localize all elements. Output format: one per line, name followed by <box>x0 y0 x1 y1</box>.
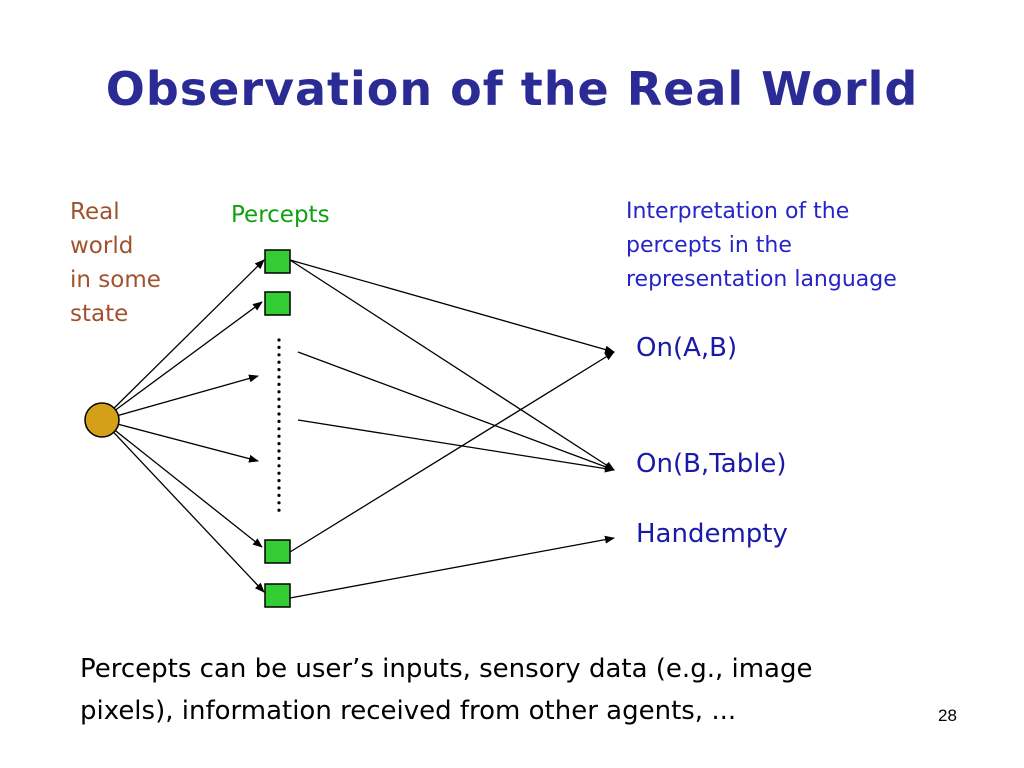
percept-1-to-on-a-b-arrow <box>289 259 615 354</box>
slide-title: Observation of the Real World <box>105 62 919 116</box>
percept-4-to-on-b-table-arrow <box>297 419 615 473</box>
world-to-percept-1-arrow <box>101 259 265 421</box>
statement-handempty: Handempty <box>636 519 788 549</box>
percept-1-to-on-b-table-arrow <box>289 259 615 471</box>
percept-6-to-handempty-arrow <box>289 535 615 599</box>
world-state-node <box>84 402 120 438</box>
statement-on-a-b: On(A,B) <box>636 333 738 363</box>
percept-node-5 <box>264 539 291 564</box>
percept-node-1 <box>264 249 291 274</box>
percepts-label: Percepts <box>231 202 330 228</box>
world-to-percept-3-arrow <box>101 374 259 421</box>
percept-node-2 <box>264 291 291 316</box>
page-number: 28 <box>938 706 957 725</box>
world-to-percept-2-arrow <box>101 301 263 421</box>
real-world-label: Real world in some state <box>70 199 161 327</box>
footnote: Percepts can be user’s inputs, sensory d… <box>80 654 813 726</box>
world-to-percept-6-arrow <box>101 419 265 593</box>
percept-node-6 <box>264 583 291 608</box>
percept-3-to-on-b-table-arrow <box>297 351 615 471</box>
statement-on-b-table: On(B,Table) <box>636 449 787 479</box>
percept-5-to-on-a-b-arrow <box>289 351 615 553</box>
interpretation-label: Interpretation of the percepts in the re… <box>626 199 897 292</box>
world-to-percept-5-arrow <box>101 419 263 548</box>
world-to-percept-4-arrow <box>101 419 259 463</box>
